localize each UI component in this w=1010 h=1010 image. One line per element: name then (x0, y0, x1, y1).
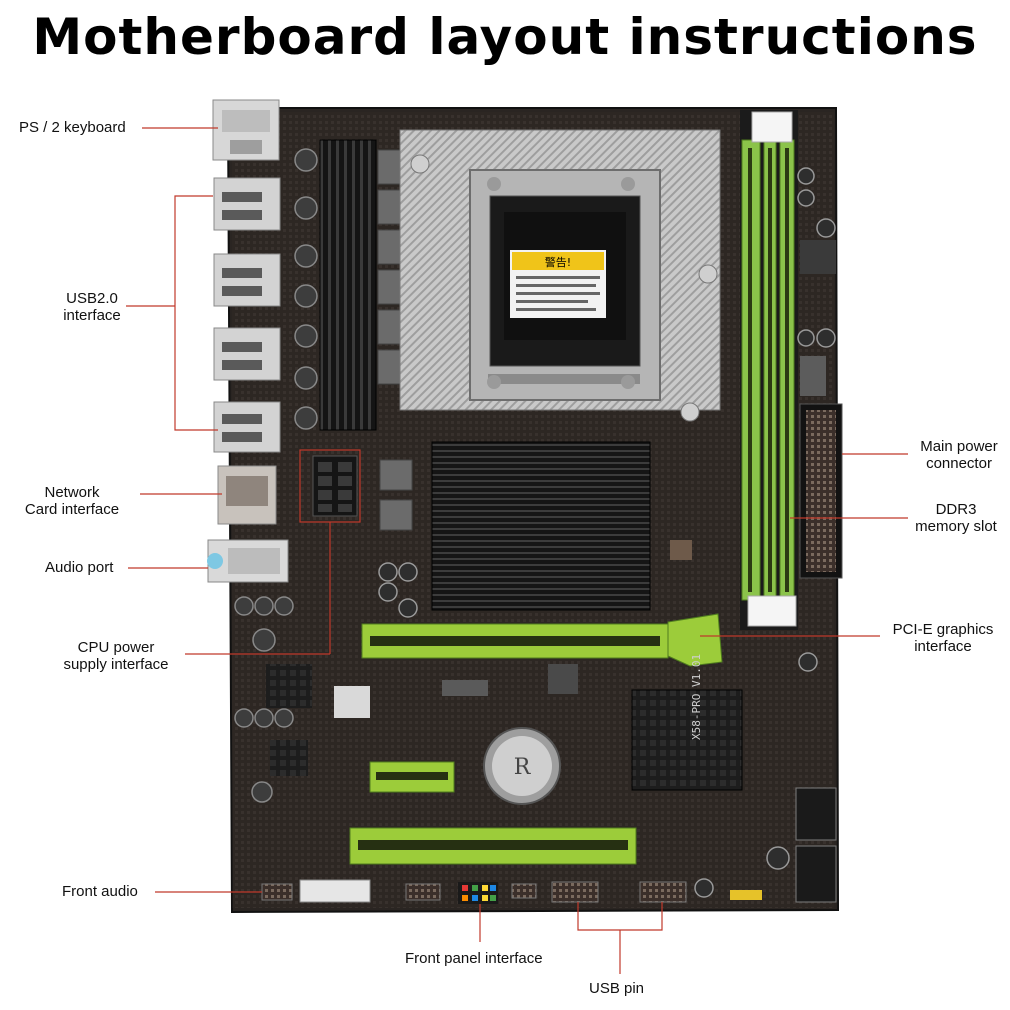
small-ic-3 (670, 540, 692, 560)
label-pcie-line2: interface (914, 638, 972, 655)
mount-hole-3 (680, 402, 700, 422)
small-ic-2 (548, 664, 578, 694)
pci-slot (349, 827, 637, 865)
usb-port-2 (213, 253, 281, 307)
mount-hole-2 (698, 264, 718, 284)
usb-port-1 (213, 177, 281, 231)
svg-text:R: R (514, 755, 532, 780)
small-header (405, 883, 441, 901)
label-main-power-line1: Main power (920, 438, 998, 455)
fan-header (511, 883, 537, 899)
yellow-header (730, 890, 762, 900)
socket-screw-1 (487, 177, 501, 191)
usb-port-3 (213, 327, 281, 381)
southbridge-heatsink (631, 689, 743, 791)
sata-ports (795, 787, 837, 903)
label-network: Network Card interface (14, 484, 130, 518)
label-usb20-line2: interface (63, 307, 121, 324)
board-model-text: X58-PRO V1.01 (690, 654, 703, 740)
socket-screw-4 (621, 375, 635, 389)
label-usb-pin: USB pin (589, 980, 645, 997)
cmos-battery: R (483, 727, 561, 805)
label-cpu-power: CPU power supply interface (50, 639, 182, 673)
label-ddr3: DDR3 memory slot (906, 501, 1006, 535)
pcie-x16-slot (361, 613, 723, 667)
label-ps2-keyboard: PS / 2 keyboard (19, 119, 126, 136)
label-main-power-line2: connector (926, 455, 992, 472)
pcie-x1-slot (369, 761, 455, 793)
audio-port (207, 539, 289, 583)
ps2-keyboard-port (212, 99, 280, 161)
usb-header-2 (639, 881, 687, 903)
label-ddr3-line2: memory slot (915, 518, 997, 535)
network-port (217, 465, 277, 525)
io-chip (266, 664, 312, 708)
right-ic (800, 240, 836, 274)
audio-chip (270, 740, 308, 776)
svg-text:警告!: 警告! (545, 255, 571, 269)
leader-lines (126, 127, 908, 974)
right-choke (800, 356, 826, 396)
vrm-heatsink (319, 139, 377, 431)
label-cpu-power-line1: CPU power (77, 639, 155, 656)
label-ddr3-line1: DDR3 (935, 501, 977, 518)
bios-label (334, 686, 370, 718)
label-front-audio: Front audio (62, 883, 138, 900)
label-pcie: PCI-E graphics interface (880, 621, 1006, 655)
socket-lever (488, 374, 640, 384)
label-network-line2: Card interface (24, 501, 120, 518)
right-capacitors (694, 167, 836, 898)
page-title: Motherboard layout instructions (32, 8, 978, 66)
cpu-power-connector (312, 455, 358, 517)
label-usb20: USB2.0 interface (44, 290, 140, 324)
usb-header-1 (551, 881, 599, 903)
ddr3-slots (740, 110, 798, 630)
label-front-panel: Front panel interface (405, 950, 543, 967)
capacitor-column (234, 148, 318, 803)
socket-screw-2 (621, 177, 635, 191)
socket-warning-label: 警告! (510, 250, 606, 318)
label-usb20-line1: USB2.0 (66, 290, 118, 307)
mount-hole-1 (410, 154, 430, 174)
label-audio-port: Audio port (45, 559, 114, 576)
small-ic-1 (442, 680, 488, 696)
label-main-power: Main power connector (906, 438, 1010, 472)
front-audio-header (261, 883, 293, 901)
northbridge-heatsink (431, 441, 651, 611)
front-panel-header (458, 882, 498, 904)
label-cpu-power-line2: supply interface (63, 656, 169, 673)
socket-screw-3 (487, 375, 501, 389)
label-pcie-line1: PCI-E graphics (892, 621, 994, 638)
main-power-connector (799, 403, 843, 579)
usb-port-4 (213, 401, 281, 453)
label-network-line1: Network (44, 484, 100, 501)
com-header (299, 879, 371, 903)
